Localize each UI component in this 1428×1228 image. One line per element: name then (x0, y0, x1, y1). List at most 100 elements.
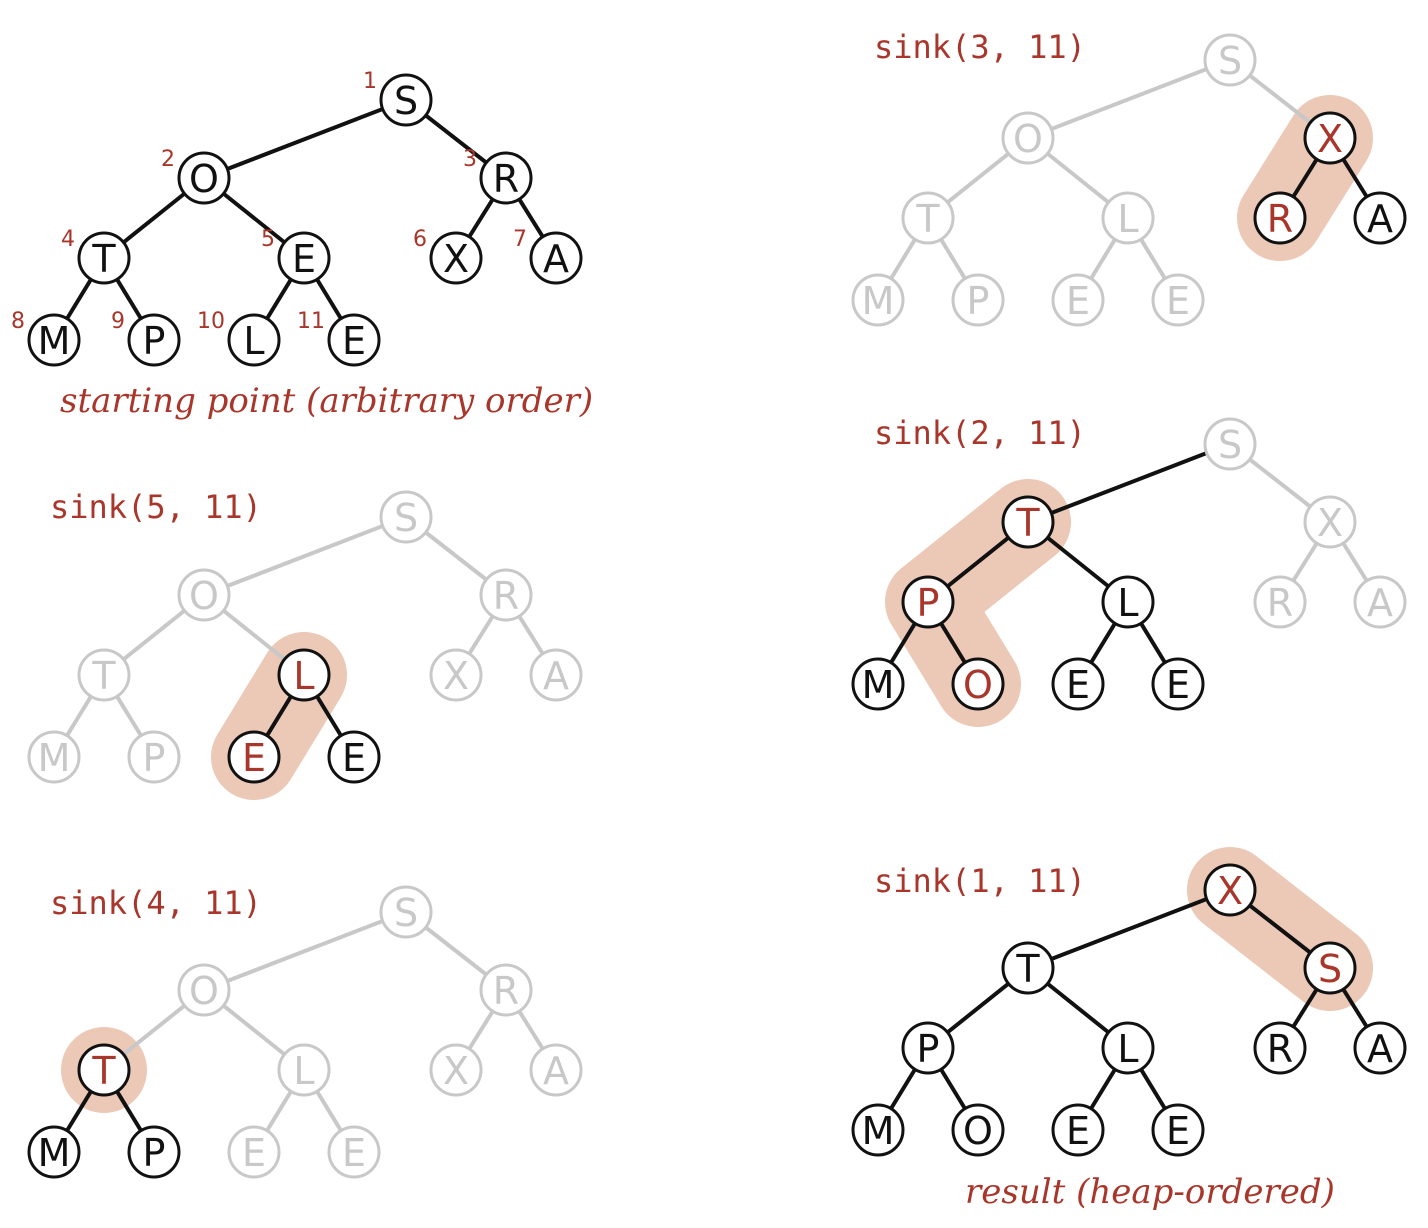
node-key: A (543, 1049, 569, 1093)
tree-node (227, 1125, 281, 1179)
tree-node (1151, 273, 1205, 327)
tree-node (1151, 657, 1205, 711)
node-key: A (1367, 197, 1393, 241)
tree-node (429, 231, 483, 285)
tree-node (479, 568, 533, 622)
node-key: P (967, 279, 990, 323)
panel-caption: starting point (arbitrary order) (60, 381, 593, 421)
tree-edge (1027, 442, 1231, 524)
tree-node (1101, 575, 1155, 629)
node-key: L (1117, 581, 1138, 625)
tree-node (1303, 111, 1357, 165)
node-index: 9 (111, 309, 125, 334)
tree-node (27, 1125, 81, 1179)
tree-edge (1027, 888, 1231, 970)
node-key: S (394, 891, 418, 935)
tree-node (1253, 191, 1307, 245)
node-key: X (443, 654, 469, 698)
node-key: M (38, 736, 71, 780)
tree-node (951, 273, 1005, 327)
tree-node (1303, 495, 1357, 549)
tree-node (27, 313, 81, 367)
node-key: L (1117, 197, 1138, 241)
node-key: T (91, 237, 116, 281)
node-key: P (917, 1027, 940, 1071)
node-key: S (1218, 423, 1242, 467)
node-key: O (189, 574, 219, 618)
node-key: E (292, 237, 316, 281)
node-index: 6 (413, 227, 427, 252)
tree-edge (1027, 58, 1231, 140)
node-key: X (1217, 869, 1243, 913)
tree-node (277, 1043, 331, 1097)
node-key: M (38, 319, 71, 363)
panel-label: sink(5, 11) (50, 488, 262, 526)
tree-node (1353, 575, 1407, 629)
tree-node (77, 1043, 131, 1097)
tree-node (177, 568, 231, 622)
node-key: S (1318, 947, 1342, 991)
node-index: 11 (297, 309, 325, 334)
node-key: T (91, 1049, 116, 1093)
node-index: 2 (161, 147, 175, 172)
tree-node (1253, 1021, 1307, 1075)
tree-node (327, 313, 381, 367)
node-index: 7 (513, 227, 527, 252)
node-key: E (1066, 279, 1090, 323)
node-key: E (1066, 663, 1090, 707)
node-key: X (443, 237, 469, 281)
tree-node (529, 231, 583, 285)
node-key: P (143, 736, 166, 780)
tree-node (429, 1043, 483, 1097)
node-key: O (1013, 117, 1043, 161)
tree-node (1353, 191, 1407, 245)
node-key: S (1218, 39, 1242, 83)
tree-node (379, 885, 433, 939)
node-key: S (394, 496, 418, 540)
tree-node (77, 648, 131, 702)
tree-node (901, 191, 955, 245)
node-key: E (1066, 1109, 1090, 1153)
tree-node (851, 657, 905, 711)
tree-node (1151, 1103, 1205, 1157)
node-key: R (1267, 581, 1293, 625)
node-key: E (242, 1131, 266, 1175)
tree-node (951, 1103, 1005, 1157)
node-key: E (1166, 1109, 1190, 1153)
panel-label: sink(4, 11) (50, 884, 262, 922)
tree-edge (203, 910, 407, 992)
panel-label: sink(3, 11) (874, 28, 1086, 66)
node-key: P (917, 581, 940, 625)
node-key: O (189, 969, 219, 1013)
tree-node (127, 1125, 181, 1179)
node-key: M (862, 279, 895, 323)
tree-node (1203, 417, 1257, 471)
tree-node (901, 1021, 955, 1075)
node-key: E (242, 736, 266, 780)
node-key: P (143, 319, 166, 363)
node-key: A (1367, 1027, 1393, 1071)
node-key: P (143, 1131, 166, 1175)
node-index: 8 (11, 309, 25, 334)
tree-edge (203, 98, 407, 180)
node-key: A (543, 654, 569, 698)
tree-node (1303, 941, 1357, 995)
node-key: L (293, 654, 314, 698)
node-key: X (443, 1049, 469, 1093)
tree-node (327, 730, 381, 784)
node-key: E (342, 319, 366, 363)
node-key: R (493, 969, 519, 1013)
tree-node (951, 657, 1005, 711)
tree-node (1001, 495, 1055, 549)
node-key: M (862, 663, 895, 707)
node-key: L (1117, 1027, 1138, 1071)
node-index: 1 (363, 69, 377, 94)
node-key: R (1267, 1027, 1293, 1071)
panel-caption: result (heap-ordered) (965, 1172, 1335, 1212)
